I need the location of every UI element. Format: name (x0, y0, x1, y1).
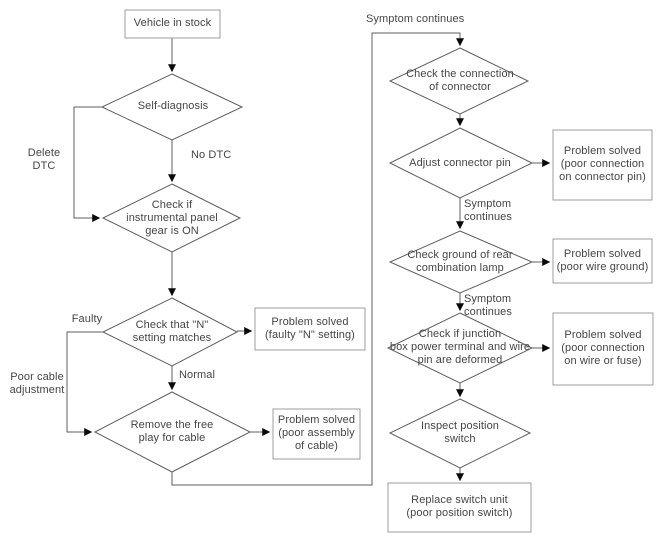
normal-edge-label: Normal (179, 369, 216, 381)
check-instrument-panel-diamond (101, 183, 242, 253)
self-diagnosis-label: Self-diagnosis (137, 100, 209, 112)
edge-delete-dtc-loop (73, 106, 102, 222)
check-ground-lamp-diamond (388, 230, 534, 294)
check-instrument-panel-label: Check if instrumental panel gear is ON (126, 199, 218, 237)
symptom-continues-label-1: Symptom continues (464, 198, 512, 223)
remove-free-play-label: Remove the free play for cable (130, 419, 214, 444)
problem-cable-label: Problem solved (poor assembly of cable) (277, 414, 356, 452)
check-connection-label: Check the connection of connector (406, 68, 514, 93)
problem-wire-ground-label: Problem solved (poor wire ground) (556, 248, 649, 273)
no-dtc-edge-label: No DTC (191, 149, 232, 161)
self-diagnosis-diamond (100, 73, 244, 141)
replace-switch-unit-box (387, 482, 532, 533)
inspect-position-switch-diamond (388, 398, 532, 469)
problem-n-setting-label: Problem solved (faulty "N" setting) (265, 316, 355, 341)
check-junction-box-diamond (386, 312, 534, 384)
problem-connector-pin-box (552, 129, 653, 201)
faulty-edge-label: Faulty (71, 313, 103, 325)
problem-n-setting-box (254, 307, 366, 351)
check-n-setting-label: Check that "N" setting matches (132, 319, 212, 344)
adjust-connector-pin-label: Adjust connector pin (409, 157, 511, 169)
poor-cable-adjustment-edge-label: Poor cable adjustment (9, 371, 65, 396)
symptom-continues-top-label: Symptom continues (366, 13, 465, 25)
edge-symptom-continues-long (171, 32, 464, 486)
problem-cable-box (272, 408, 361, 460)
symptom-continues-label-2: Symptom continues (464, 293, 512, 318)
remove-free-play-diamond (93, 391, 252, 473)
check-n-setting-diamond (101, 297, 239, 367)
inspect-position-switch-label: Inspect position switch (420, 420, 500, 445)
problem-wire-ground-box (552, 238, 653, 284)
check-junction-box-label: Check if junction box power terminal and… (389, 328, 531, 366)
check-connection-diamond (388, 47, 530, 115)
problem-connector-pin-label: Problem solved (poor connection on conne… (559, 145, 646, 183)
vehicle-in-stock-box (124, 9, 221, 39)
adjust-connector-pin-diamond (388, 127, 534, 199)
vehicle-in-stock-label: Vehicle in stock (133, 17, 212, 29)
problem-wire-fuse-label: Problem solved (poor connection on wire … (561, 329, 645, 367)
replace-switch-unit-label: Replace switch unit (poor position switc… (406, 494, 513, 519)
edge-faulty-loop (66, 331, 103, 436)
delete-dtc-edge-label: Delete DTC (27, 147, 61, 172)
problem-wire-fuse-box (552, 312, 654, 386)
check-ground-lamp-label: Check ground of rear combination lamp (407, 249, 513, 274)
